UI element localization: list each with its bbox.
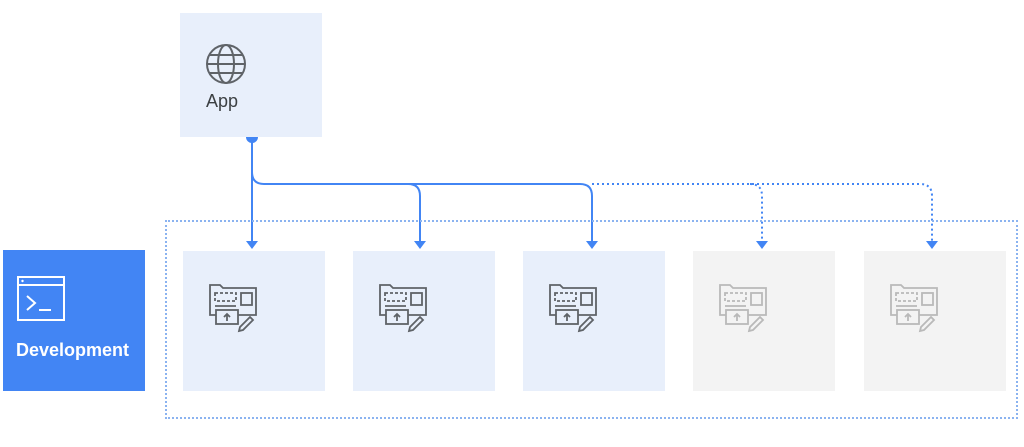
instance-tile[interactable] <box>523 251 665 391</box>
development-label: Development <box>16 340 130 360</box>
instance-tile-inactive[interactable] <box>864 251 1006 391</box>
instance-template-icon <box>209 284 257 333</box>
instance-tile-inactive[interactable] <box>693 251 835 391</box>
globe-icon <box>206 44 246 84</box>
instance-tile[interactable] <box>183 251 325 391</box>
instance-group-boundary <box>165 220 1018 419</box>
instance-template-icon <box>890 284 938 333</box>
instance-template-icon <box>549 284 597 333</box>
terminal-icon <box>17 276 65 321</box>
instance-template-icon <box>719 284 767 333</box>
app-node[interactable]: App <box>180 13 322 137</box>
instance-tile[interactable] <box>353 251 495 391</box>
instance-template-icon <box>379 284 427 333</box>
development-node[interactable]: Development <box>3 250 145 391</box>
app-label: App <box>206 91 239 111</box>
